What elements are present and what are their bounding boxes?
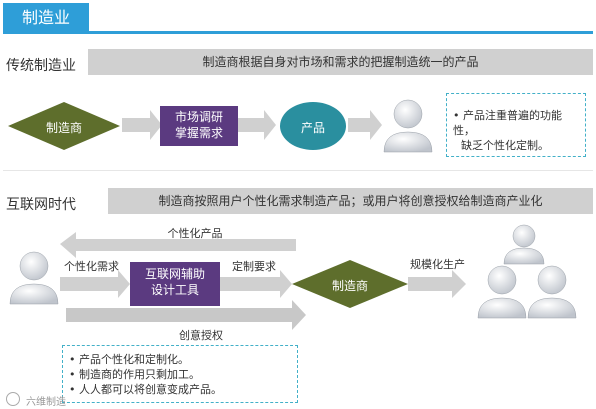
manufacturer-diamond	[8, 102, 120, 150]
arrow-right	[122, 110, 162, 140]
internet-title: 互联网时代	[6, 197, 76, 213]
internet-flow	[9, 224, 577, 330]
arrow-right	[66, 300, 306, 330]
arrow-right	[408, 270, 466, 298]
traditional-flow	[8, 99, 433, 153]
custom-requirement-label: 定制要求	[232, 260, 276, 273]
product-label: 产品	[300, 121, 325, 135]
traditional-note-line1: • 产品注重普遍的功能性，	[453, 109, 562, 137]
arrow-right	[238, 110, 276, 140]
personalized-product-label: 个性化产品	[167, 227, 223, 240]
traditional-note: • 产品注重普遍的功能性， 缺乏个性化定制。	[446, 93, 586, 157]
header-underline	[3, 31, 593, 34]
internet-description: 制造商按照用户个性化需求制造产品；或用户将创意授权给制造商产业化	[158, 194, 543, 208]
watermark-text: 六维制造	[26, 397, 66, 408]
mass-production-label: 规模化生产	[410, 258, 465, 271]
tool-box	[130, 262, 220, 306]
research-box	[160, 106, 238, 146]
research-label-line1: 市场调研	[174, 110, 223, 124]
manufacturer-label: 制造商	[45, 121, 82, 135]
traditional-title: 传统制造业	[6, 58, 76, 74]
traditional-description-bar: 制造商根据自身对市场和需求的把握制造统一的产品	[88, 49, 593, 75]
user-icon	[9, 251, 59, 305]
research-label: 市场调研 掌握需求	[160, 109, 238, 141]
arrow-left	[60, 232, 296, 258]
arrow-right	[348, 110, 382, 140]
product-circle	[280, 102, 346, 150]
internet-note-line2: • 制造商的作用只剩加工。	[69, 368, 200, 381]
user-icon	[383, 99, 433, 153]
tool-label-line1: 互联网辅助	[144, 267, 205, 281]
research-label-line2: 掌握需求	[174, 126, 223, 140]
manufacturer-diamond	[292, 260, 408, 308]
arrow-right	[220, 270, 292, 298]
personalized-demand-label: 个性化需求	[64, 260, 119, 273]
internet-description-bar: 制造商按照用户个性化需求制造产品；或用户将创意授权给制造商产业化	[108, 188, 593, 214]
internet-note-line1: • 产品个性化和定制化。	[69, 353, 189, 366]
watermark-icon	[6, 392, 20, 406]
internet-note: • 产品个性化和定制化。 • 制造商的作用只剩加工。 • 人人都可以将创意变成产…	[62, 345, 298, 403]
traditional-note-line2: 缺乏个性化定制。	[461, 139, 549, 152]
internet-note-line3: • 人人都可以将创意变成产品。	[69, 383, 222, 396]
section-tab: 制造业	[3, 3, 89, 32]
tool-label-line2: 设计工具	[150, 283, 199, 297]
user-group-icon	[477, 224, 577, 319]
traditional-description: 制造商根据自身对市场和需求的把握制造统一的产品	[202, 55, 479, 69]
section-divider	[3, 170, 593, 171]
tool-label: 互联网辅助 设计工具	[130, 266, 220, 298]
manufacturer-label-2: 制造商	[331, 279, 368, 293]
arrow-right	[60, 270, 130, 298]
creative-license-label: 创意授权	[179, 329, 223, 342]
